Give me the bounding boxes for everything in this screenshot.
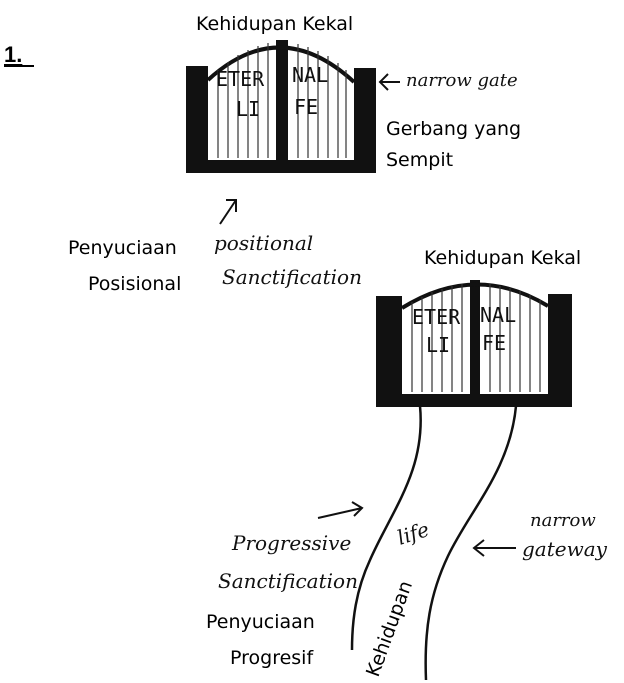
arrow-icon: [378, 73, 400, 91]
positional-id-line2: Posisional: [88, 273, 181, 295]
gate-1: Kehidupan Kekal ETER NAL LI FE: [186, 13, 376, 173]
kehidupan-label: Kehidupan: [362, 578, 417, 680]
gerbang-label-line2: Sempit: [386, 149, 453, 171]
gate-2-center-post: [470, 280, 480, 400]
gate-1-center-post: [276, 40, 288, 164]
narrow-gateway-annotation: narrow gateway: [472, 510, 608, 561]
gate-1-left-post: [186, 66, 208, 166]
gate-2-word-top-left: ETER: [412, 305, 461, 329]
life-label: life: [394, 517, 432, 550]
gate-1-arch: [206, 45, 356, 84]
progressive-annotation: Progressive Sanctification Penyuciaan Pr…: [206, 501, 364, 669]
arrow-icon: [472, 539, 516, 557]
progressive-en-line2: Sanctification: [218, 569, 358, 593]
gate-2-left-post: [376, 296, 402, 400]
gate-2-title: Kehidupan Kekal: [424, 247, 581, 269]
arrow-icon: [219, 199, 237, 225]
progressive-en-line1: Progressive: [231, 531, 351, 555]
gate-1-base: [186, 160, 376, 173]
narrow-gate-label: narrow gate: [406, 70, 518, 91]
gate-2-word-bottom-right: FE: [482, 331, 506, 355]
life-path: life Kehidupan: [350, 405, 518, 681]
gate-2-arch: [400, 282, 550, 310]
positional-annotation: positional Sanctification Penyuciaan Pos…: [68, 199, 362, 295]
step-number: 1.: [4, 42, 22, 67]
positional-en-line2: Sanctification: [222, 265, 362, 289]
positional-id-line1: Penyuciaan: [68, 237, 177, 259]
gate-1-word-top-left: ETER: [216, 67, 265, 91]
path-right-edge: [424, 405, 518, 681]
gate-1-title: Kehidupan Kekal: [196, 13, 353, 35]
gateway-label-line1: narrow: [530, 510, 596, 531]
gate-1-word-bottom-right: FE: [294, 95, 318, 119]
gate-1-word-top-right: NAL: [292, 63, 328, 87]
gerbang-label-line1: Gerbang yang: [386, 118, 521, 140]
gate-1-bars: [217, 43, 347, 158]
gate-1-word-bottom-left: LI: [236, 97, 260, 121]
gate-1-right-post: [354, 68, 376, 166]
narrow-gate-annotation: narrow gate Gerbang yang Sempit: [378, 70, 521, 171]
positional-en-line1: positional: [214, 231, 313, 255]
path-left-edge: [350, 405, 422, 651]
progressive-id-line2: Progresif: [230, 647, 314, 669]
gate-2: Kehidupan Kekal ETER NAL LI FE: [376, 247, 581, 407]
gate-2-base: [376, 394, 572, 407]
gateway-label-line2: gateway: [522, 537, 608, 561]
gate-2-word-top-right: NAL: [480, 303, 516, 327]
gate-2-bars: [411, 284, 541, 392]
arrow-icon: [317, 501, 364, 519]
gate-2-word-bottom-left: LI: [426, 333, 450, 357]
progressive-id-line1: Penyuciaan: [206, 611, 315, 633]
gate-2-right-post: [548, 294, 572, 400]
